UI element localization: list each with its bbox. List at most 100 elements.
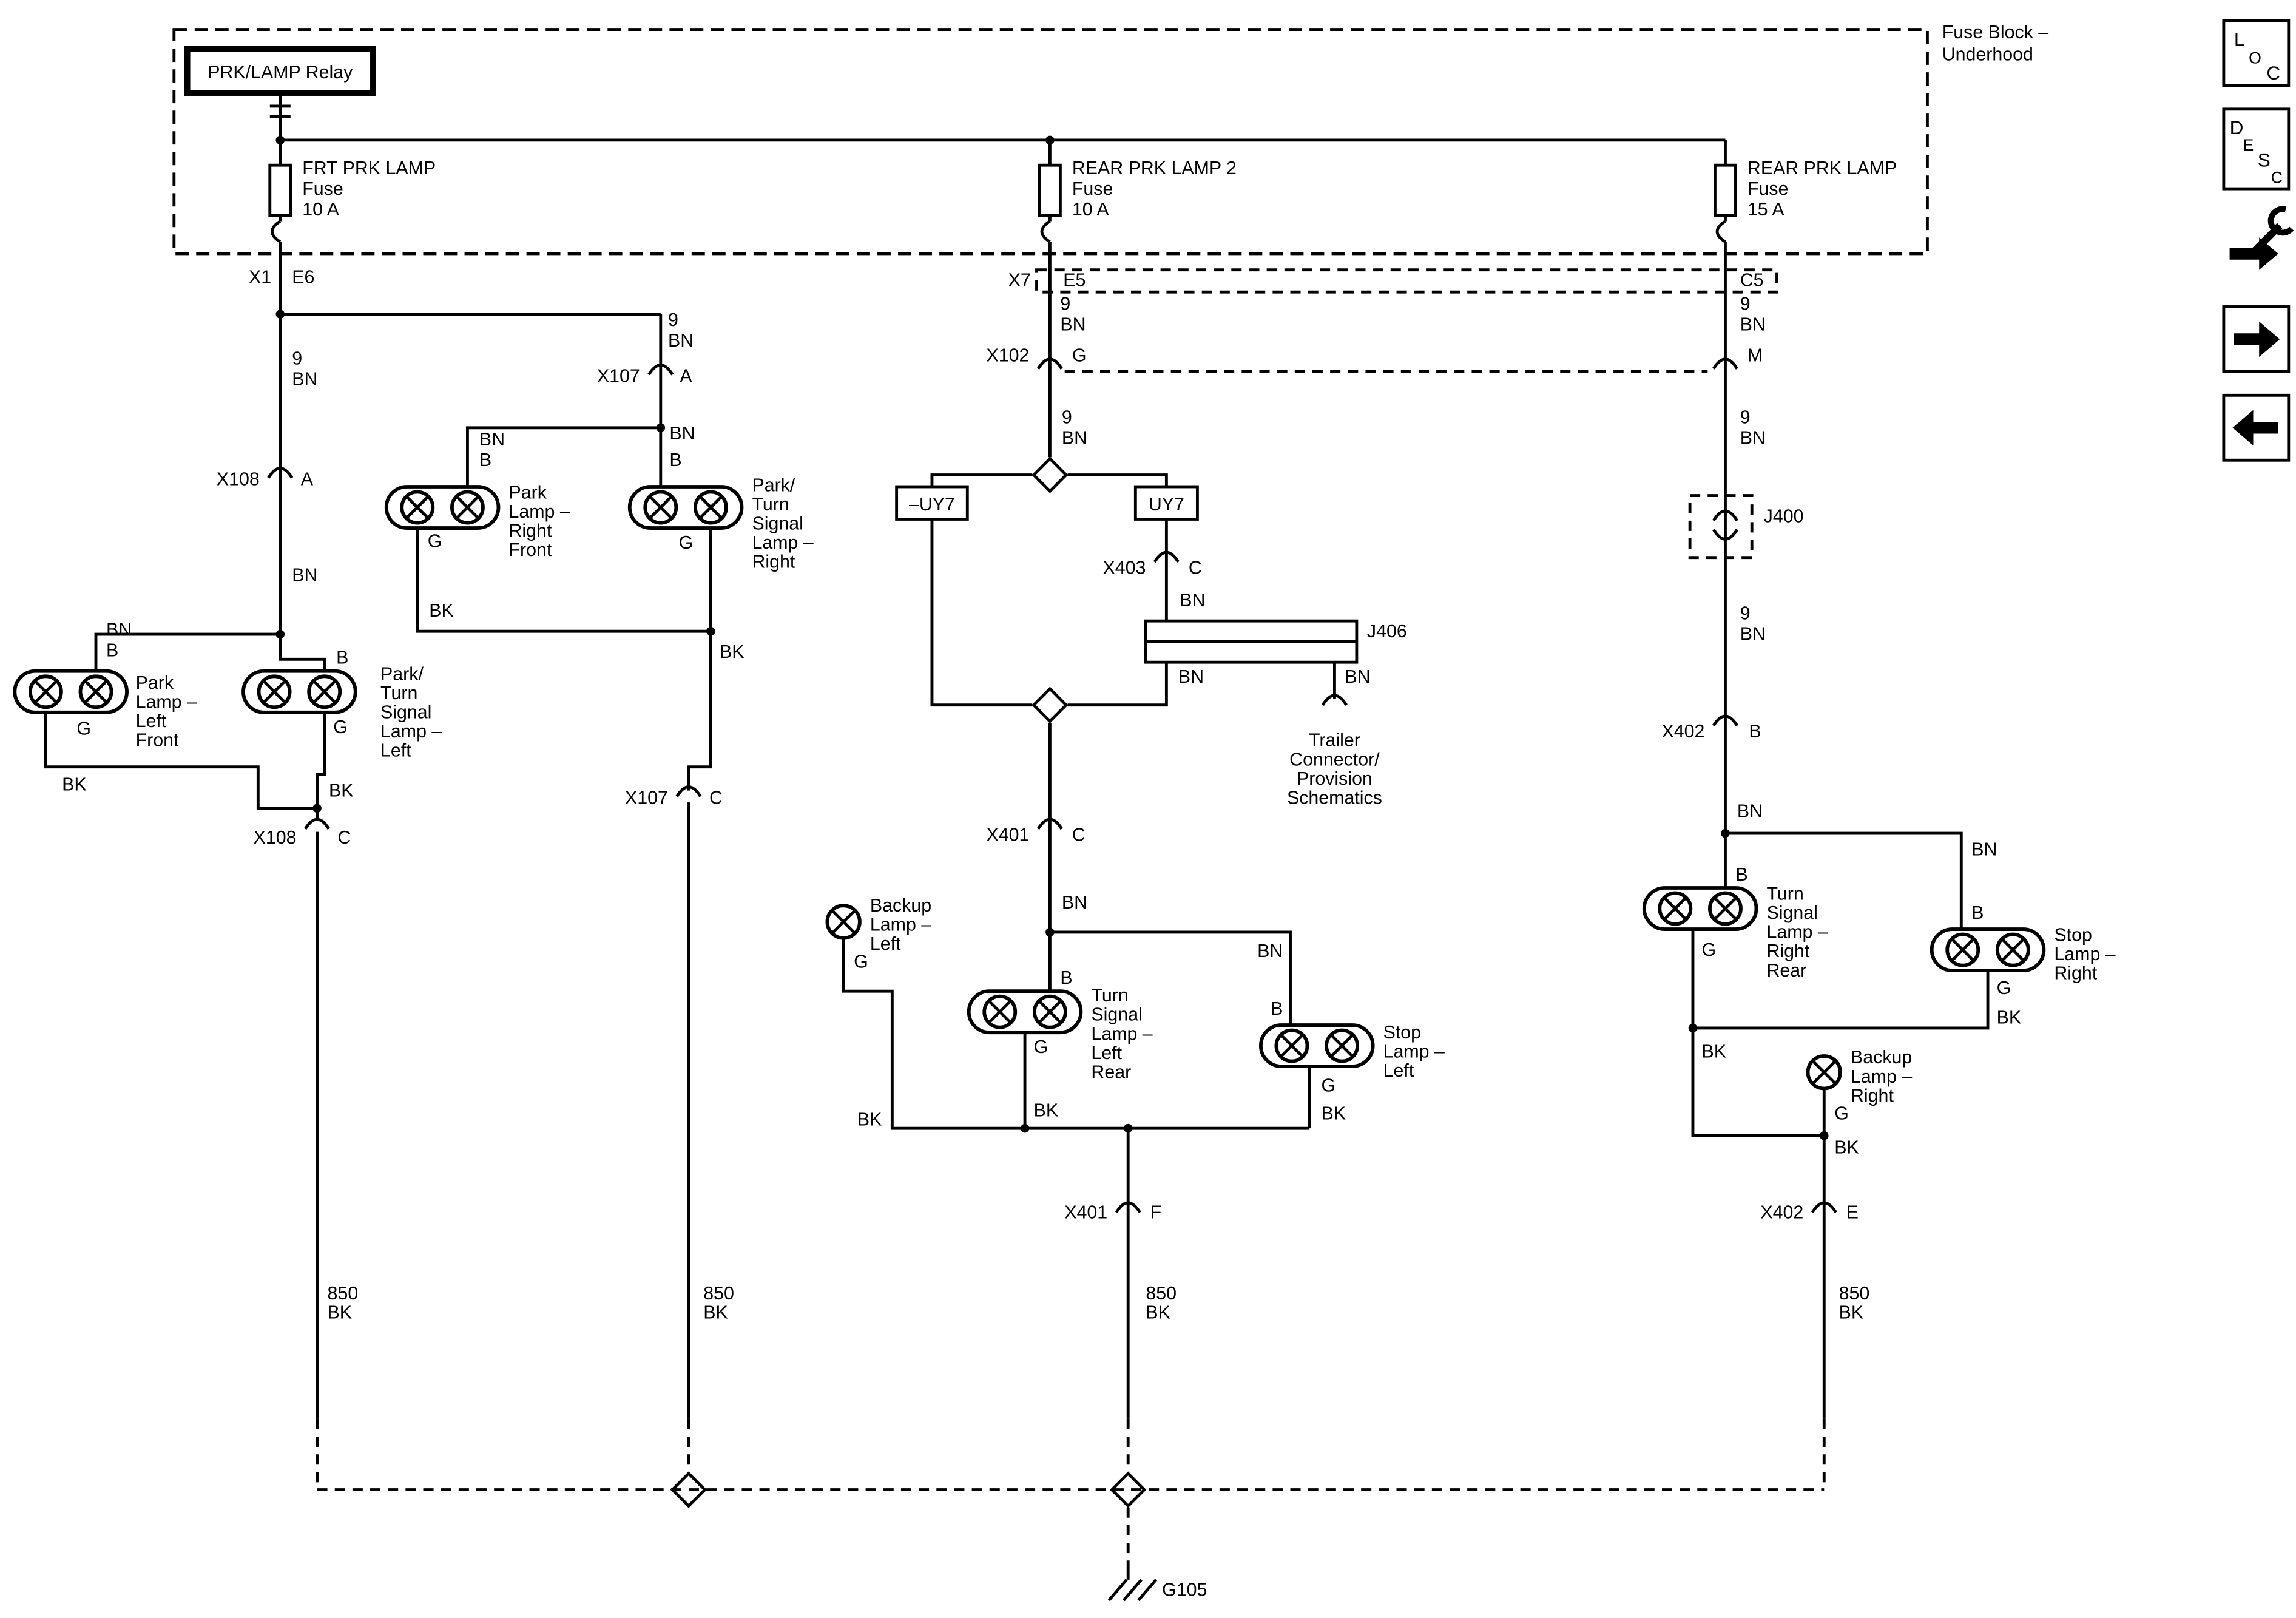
lamp-symbol-park-left-front (15, 671, 127, 713)
connector-pin-a: A (680, 366, 692, 386)
wire-label: BK (328, 1303, 353, 1323)
wire-label: BK (720, 642, 745, 662)
lamp-label: Signal (1766, 903, 1817, 923)
splice-dot (312, 804, 322, 813)
option-box-without-uy7 (895, 485, 969, 521)
lamp-label: Lamp – (1091, 1024, 1152, 1044)
lamp-symbol-stop-right (1932, 929, 2044, 970)
lamp-label: Right (1766, 941, 1809, 961)
wire-label: BK (1839, 1303, 1863, 1323)
nav-desc-button[interactable]: D E S C (2222, 107, 2291, 191)
nav-desc-letter: C (2271, 168, 2283, 186)
fuse2-type: Fuse (1072, 179, 1113, 199)
lamp-label: Left (1091, 1043, 1122, 1063)
wires (44, 242, 661, 1419)
wire-label: BN (1060, 314, 1086, 334)
option-box-with-uy7 (1133, 485, 1199, 521)
wire-label: B (669, 450, 681, 470)
lamp-label: Front (136, 731, 179, 751)
nav-desc-letter: E (2243, 136, 2254, 154)
wire-label: B (336, 648, 348, 668)
splice-dot (1020, 1123, 1030, 1133)
fuse-block-title-2: Underhood (1942, 45, 2033, 65)
wire-label: BN (669, 424, 695, 444)
lamp-symbol-park-turn-left (243, 671, 356, 713)
connector-e6-pin: E6 (292, 268, 314, 288)
wire-label: BN (668, 331, 694, 351)
lamp-label: Signal (752, 513, 803, 533)
lamp-label: Right (752, 552, 795, 572)
nav-icons: L O C D E S C (2222, 19, 2294, 462)
ground-bus: G105 (317, 1474, 1825, 1602)
lamp-symbol-backup-right (1808, 1056, 1840, 1088)
lamp-symbol-backup-left (827, 905, 859, 938)
lamp-label: Front (508, 540, 552, 560)
wire-label: 9 (292, 348, 302, 368)
wire-label: 9 (1060, 294, 1070, 314)
wire-label: 850 (328, 1284, 359, 1304)
nav-repair-wrench-icon[interactable] (2229, 206, 2294, 270)
lamp-label: Lamp – (136, 692, 197, 713)
fuse3-symbol (1714, 163, 1737, 217)
wire-label: BK (1997, 1008, 2021, 1028)
lamp-label: Stop (2054, 926, 2092, 946)
wire-label: B (1271, 999, 1283, 1019)
fuse1-name: FRT PRK LAMP (302, 158, 436, 178)
splice-dot (1045, 927, 1055, 937)
nav-desc-letter: D (2230, 117, 2244, 138)
fuse1-type: Fuse (302, 179, 343, 199)
trailer-note: Trailer (1309, 731, 1360, 751)
inline-connector-j400 (1688, 494, 1754, 560)
wires (842, 242, 1336, 1419)
connector-pin-c: C (1189, 558, 1202, 578)
fuse1-symbol (268, 163, 292, 217)
wire-label: G (854, 952, 868, 972)
connector-pin-e: E (1846, 1202, 1859, 1222)
connector-x102-label: X102 (986, 345, 1029, 365)
fuse3-wire (1715, 140, 1727, 243)
connector-symbol-x107c (677, 787, 701, 797)
nav-loc-button[interactable]: L O C (2222, 19, 2291, 87)
wire-label: BK (1322, 1104, 1346, 1124)
nav-back-button[interactable] (2222, 393, 2291, 462)
connector-c5-pin: C5 (1740, 270, 1764, 290)
lamp-label: Backup (870, 896, 931, 916)
connector-x1-label: X1 (249, 268, 271, 288)
connector-pin-m: M (1747, 345, 1763, 365)
fuse3-type: Fuse (1747, 179, 1789, 199)
fuse2-symbol (1038, 163, 1062, 217)
lamp-label: Backup (1851, 1048, 1912, 1068)
wire-label: 9 (1062, 407, 1072, 427)
wire-label: BK (857, 1109, 882, 1129)
wire-label: BK (1834, 1137, 1859, 1157)
wire-label: G (1034, 1037, 1048, 1057)
wire-label: BN (1740, 625, 1766, 645)
connector-j400-label: J400 (1764, 506, 1804, 526)
connector-x7-label: X7 (1008, 270, 1031, 290)
connector-pin-c: C (709, 788, 723, 808)
wire-label: 9 (1740, 407, 1751, 427)
lamp-symbol-park-turn-right (630, 487, 742, 528)
fuse2-rating: 10 A (1072, 200, 1110, 220)
trailer-note: Connector/ (1289, 750, 1380, 770)
splice-dot (1123, 1123, 1133, 1133)
wire-label: 9 (1740, 604, 1751, 624)
connector-pin-g: G (1072, 345, 1087, 365)
wire-label: G (1702, 940, 1717, 960)
wire-label: BN (1737, 801, 1763, 821)
fuse-block-underhood: Fuse Block – Underhood PRK/LAMP Relay FR… (172, 22, 2048, 294)
lamp-label: Left (1383, 1061, 1414, 1081)
connector-symbol-x108c (305, 819, 329, 829)
splice-pack-label: J406 (1367, 621, 1407, 641)
wire-label: BN (1740, 314, 1766, 334)
lamp-label: Lamp – (1383, 1041, 1445, 1061)
wire-label: 850 (703, 1284, 734, 1304)
splice-diamond (1034, 689, 1066, 721)
lamp-label: Right (1851, 1086, 1894, 1106)
connector-x107-label: X107 (597, 366, 640, 386)
wire-label: BN (479, 430, 505, 450)
wire-dashed (1064, 370, 1826, 1490)
wire-label: BN (292, 566, 317, 586)
nav-forward-button[interactable] (2222, 305, 2291, 373)
connector-x402-label: X402 (1662, 722, 1705, 742)
